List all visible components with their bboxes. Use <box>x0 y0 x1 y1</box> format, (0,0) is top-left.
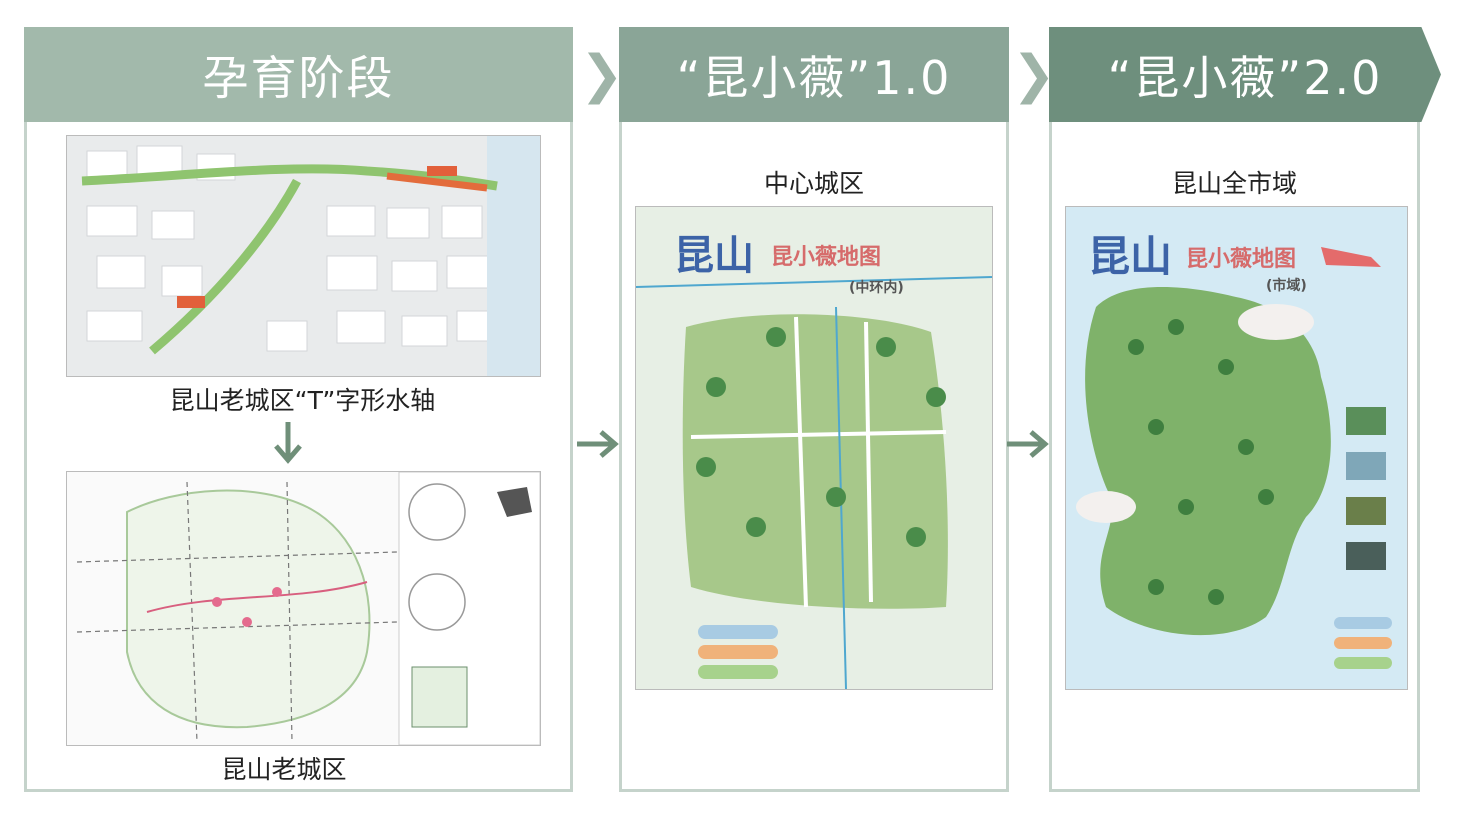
stage2-header: “昆小薇”1.0 <box>619 27 1009 122</box>
whole-city-map: 昆山 昆小薇地图 (市域) <box>1065 206 1408 690</box>
whole-map-title: 昆山 <box>1088 232 1173 281</box>
city-plan-illustration <box>67 472 540 745</box>
stage3-header: “昆小薇”2.0 <box>1049 27 1441 122</box>
stage1-header: 孕育阶段 <box>24 27 573 122</box>
arrow-right-icon <box>577 430 619 458</box>
whole-map-subtitle: 昆小薇地图 <box>1186 247 1297 272</box>
stage1-label-top: 昆山老城区“T”字形水轴 <box>169 386 436 415</box>
arrow-right-icon <box>1007 430 1049 458</box>
street-map-illustration <box>67 136 540 376</box>
stage3-label: 昆山全市域 <box>1171 169 1297 198</box>
chevron-right-icon: ❯ <box>1012 45 1056 105</box>
center-map-subtitle: 昆小薇地图 <box>771 245 882 270</box>
stage1-label-bottom: 昆山老城区 <box>221 755 347 784</box>
center-city-map: 昆山 昆小薇地图 (中环内) <box>635 206 993 690</box>
t-shaped-water-axis-map <box>66 135 541 377</box>
stage2-label: 中心城区 <box>763 169 864 198</box>
center-map-title: 昆山 <box>674 233 754 279</box>
center-map-area: (中环内) <box>849 280 904 296</box>
center-city-illustration <box>636 207 992 689</box>
whole-city-illustration <box>1066 207 1407 689</box>
arrow-down-icon <box>274 422 302 464</box>
whole-map-area: (市域) <box>1266 278 1307 294</box>
old-city-plan-map <box>66 471 541 746</box>
chevron-right-icon: ❯ <box>580 45 624 105</box>
